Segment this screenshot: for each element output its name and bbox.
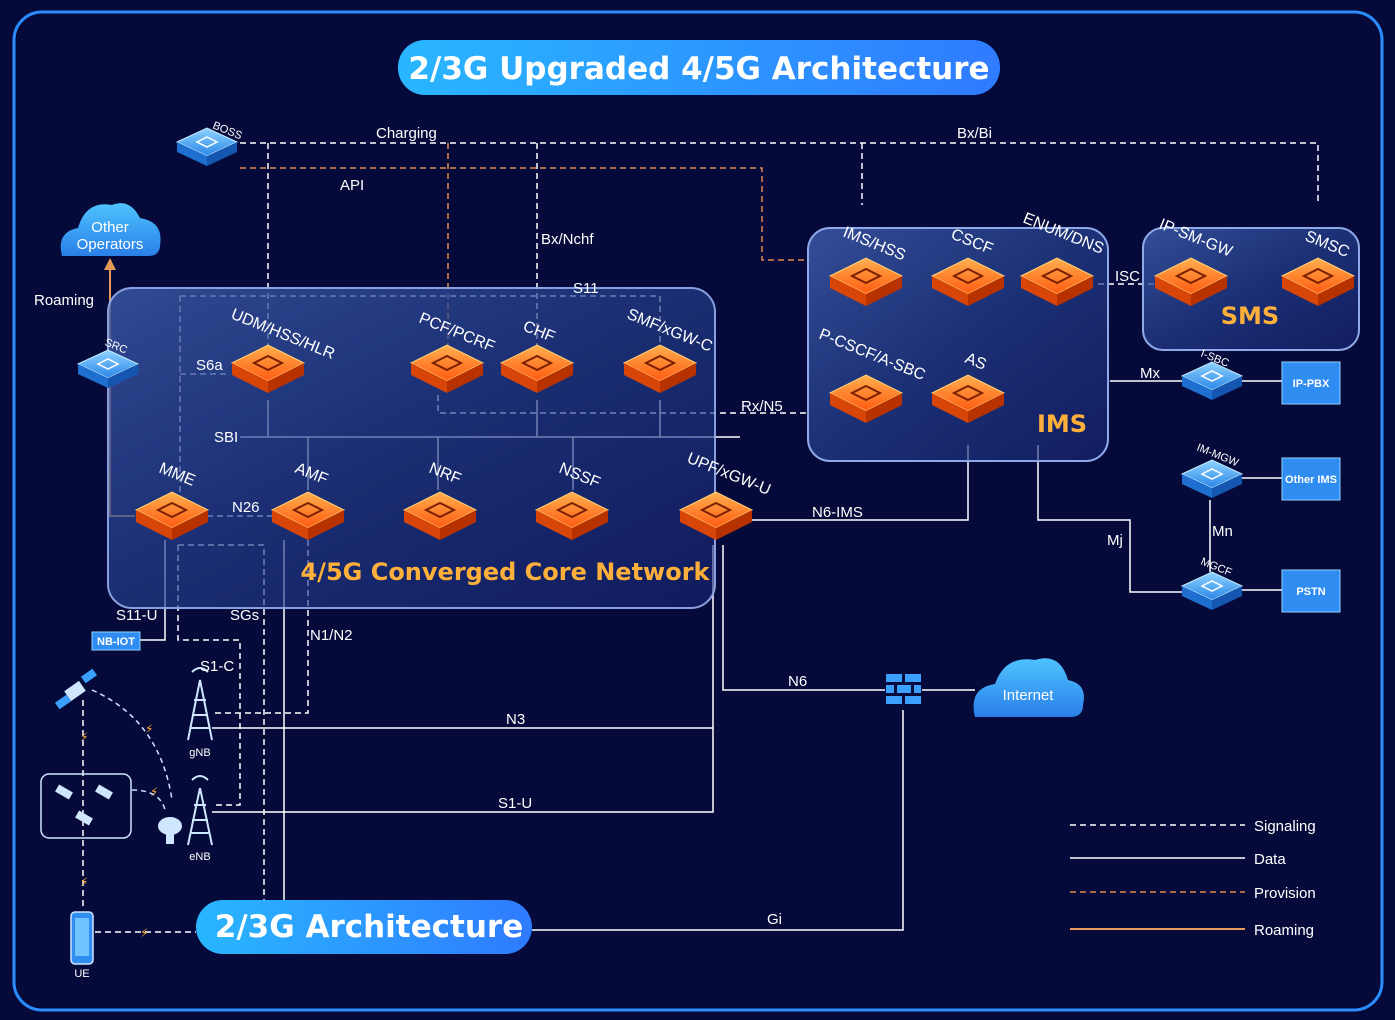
rx-n5-link-label: Rx/N5 bbox=[741, 398, 783, 415]
roaming-link-label: Roaming bbox=[34, 292, 94, 309]
nb-iot-box bbox=[91, 631, 141, 651]
s11-u-link-label: S11-U bbox=[116, 607, 157, 624]
satellite-icon bbox=[54, 668, 98, 710]
legend-data-label: Data bbox=[1254, 851, 1286, 868]
other-operators-cloud-icon bbox=[60, 203, 161, 256]
nb-iot-label: NB-IOT bbox=[97, 636, 135, 648]
legacy-architecture-pill bbox=[196, 900, 532, 954]
svg-text:⚡: ⚡ bbox=[145, 722, 153, 736]
other-operators-label-1: Other bbox=[91, 219, 129, 236]
ue-phone-icon bbox=[70, 911, 94, 965]
sms-label: SMS bbox=[1221, 302, 1279, 330]
gi-link-label: Gi bbox=[767, 911, 782, 928]
api-link-label: API bbox=[340, 177, 364, 194]
satellite-dish-icon bbox=[158, 817, 182, 844]
pstn-box bbox=[1281, 569, 1341, 613]
provision-lines bbox=[240, 143, 810, 345]
n3-link-label: N3 bbox=[506, 711, 525, 728]
ims-label: IMS bbox=[1037, 410, 1087, 438]
svg-text:⚡: ⚡ bbox=[80, 730, 88, 744]
svg-text:⚡: ⚡ bbox=[80, 875, 88, 889]
enb-label: eNB bbox=[189, 851, 210, 863]
constellation-link-line bbox=[131, 789, 166, 811]
core-network-label: 4/5G Converged Core Network bbox=[300, 558, 710, 586]
satellite-constellation-box bbox=[40, 773, 132, 839]
internet-label: Internet bbox=[1003, 687, 1055, 704]
other-ims-box bbox=[1281, 457, 1341, 501]
mx-link-label: Mx bbox=[1140, 365, 1160, 382]
title-pill bbox=[398, 40, 1000, 95]
svg-text:⚡: ⚡ bbox=[150, 785, 158, 799]
svg-text:⚡: ⚡ bbox=[140, 926, 148, 940]
legend: Signaling Data Provision Roaming bbox=[1070, 818, 1316, 939]
isc-link-label: ISC bbox=[1115, 268, 1140, 285]
s1-u-link-label: S1-U bbox=[498, 795, 532, 812]
sbi-link-label: SBI bbox=[214, 429, 238, 446]
n6-ims-link-label: N6-IMS bbox=[812, 504, 863, 521]
charging-link-label: Charging bbox=[376, 125, 437, 142]
mn-link-label: Mn bbox=[1212, 523, 1233, 540]
wireless-markers: ⚡ ⚡ ⚡ ⚡ ⚡ bbox=[80, 722, 158, 940]
n1-n2-link-label: N1/N2 bbox=[310, 627, 353, 644]
other-operators-label-2: Operators bbox=[77, 236, 144, 253]
ip-pbx-box bbox=[1281, 361, 1341, 405]
satellite-constellation-icon bbox=[55, 784, 113, 826]
ip-pbx-label: IP-PBX bbox=[1293, 378, 1330, 390]
pstn-label: PSTN bbox=[1296, 586, 1325, 598]
s1-c-link-label: S1-C bbox=[200, 658, 234, 675]
internet-cloud-icon bbox=[973, 658, 1084, 717]
as-label: AS bbox=[963, 350, 989, 374]
n26-link-label: N26 bbox=[232, 499, 260, 516]
ue-label: UE bbox=[74, 968, 89, 980]
legend-roaming-label: Roaming bbox=[1254, 922, 1314, 939]
gnb-tower-icon bbox=[187, 667, 213, 741]
gnb-label: gNB bbox=[189, 747, 210, 759]
sgs-link-label: SGs bbox=[230, 607, 259, 624]
enb-tower-icon bbox=[187, 775, 213, 846]
other-ims-label: Other IMS bbox=[1285, 474, 1337, 486]
bx-bi-link-label: Bx/Bi bbox=[957, 125, 992, 142]
s11-link-label: S11 bbox=[573, 280, 599, 297]
legacy-architecture-label: 2/3G Architecture bbox=[215, 909, 523, 945]
mj-link-label: Mj bbox=[1107, 532, 1123, 549]
page-title: 2/3G Upgraded 4/5G Architecture bbox=[408, 51, 989, 87]
legend-provision-label: Provision bbox=[1254, 885, 1316, 902]
legend-signaling-label: Signaling bbox=[1254, 818, 1316, 835]
s6a-link-label: S6a bbox=[196, 357, 223, 374]
bx-nchf-link-label: Bx/Nchf bbox=[541, 231, 594, 248]
firewall-icon bbox=[886, 674, 921, 704]
n6-link-label: N6 bbox=[788, 673, 807, 690]
sms-box bbox=[1142, 227, 1360, 351]
